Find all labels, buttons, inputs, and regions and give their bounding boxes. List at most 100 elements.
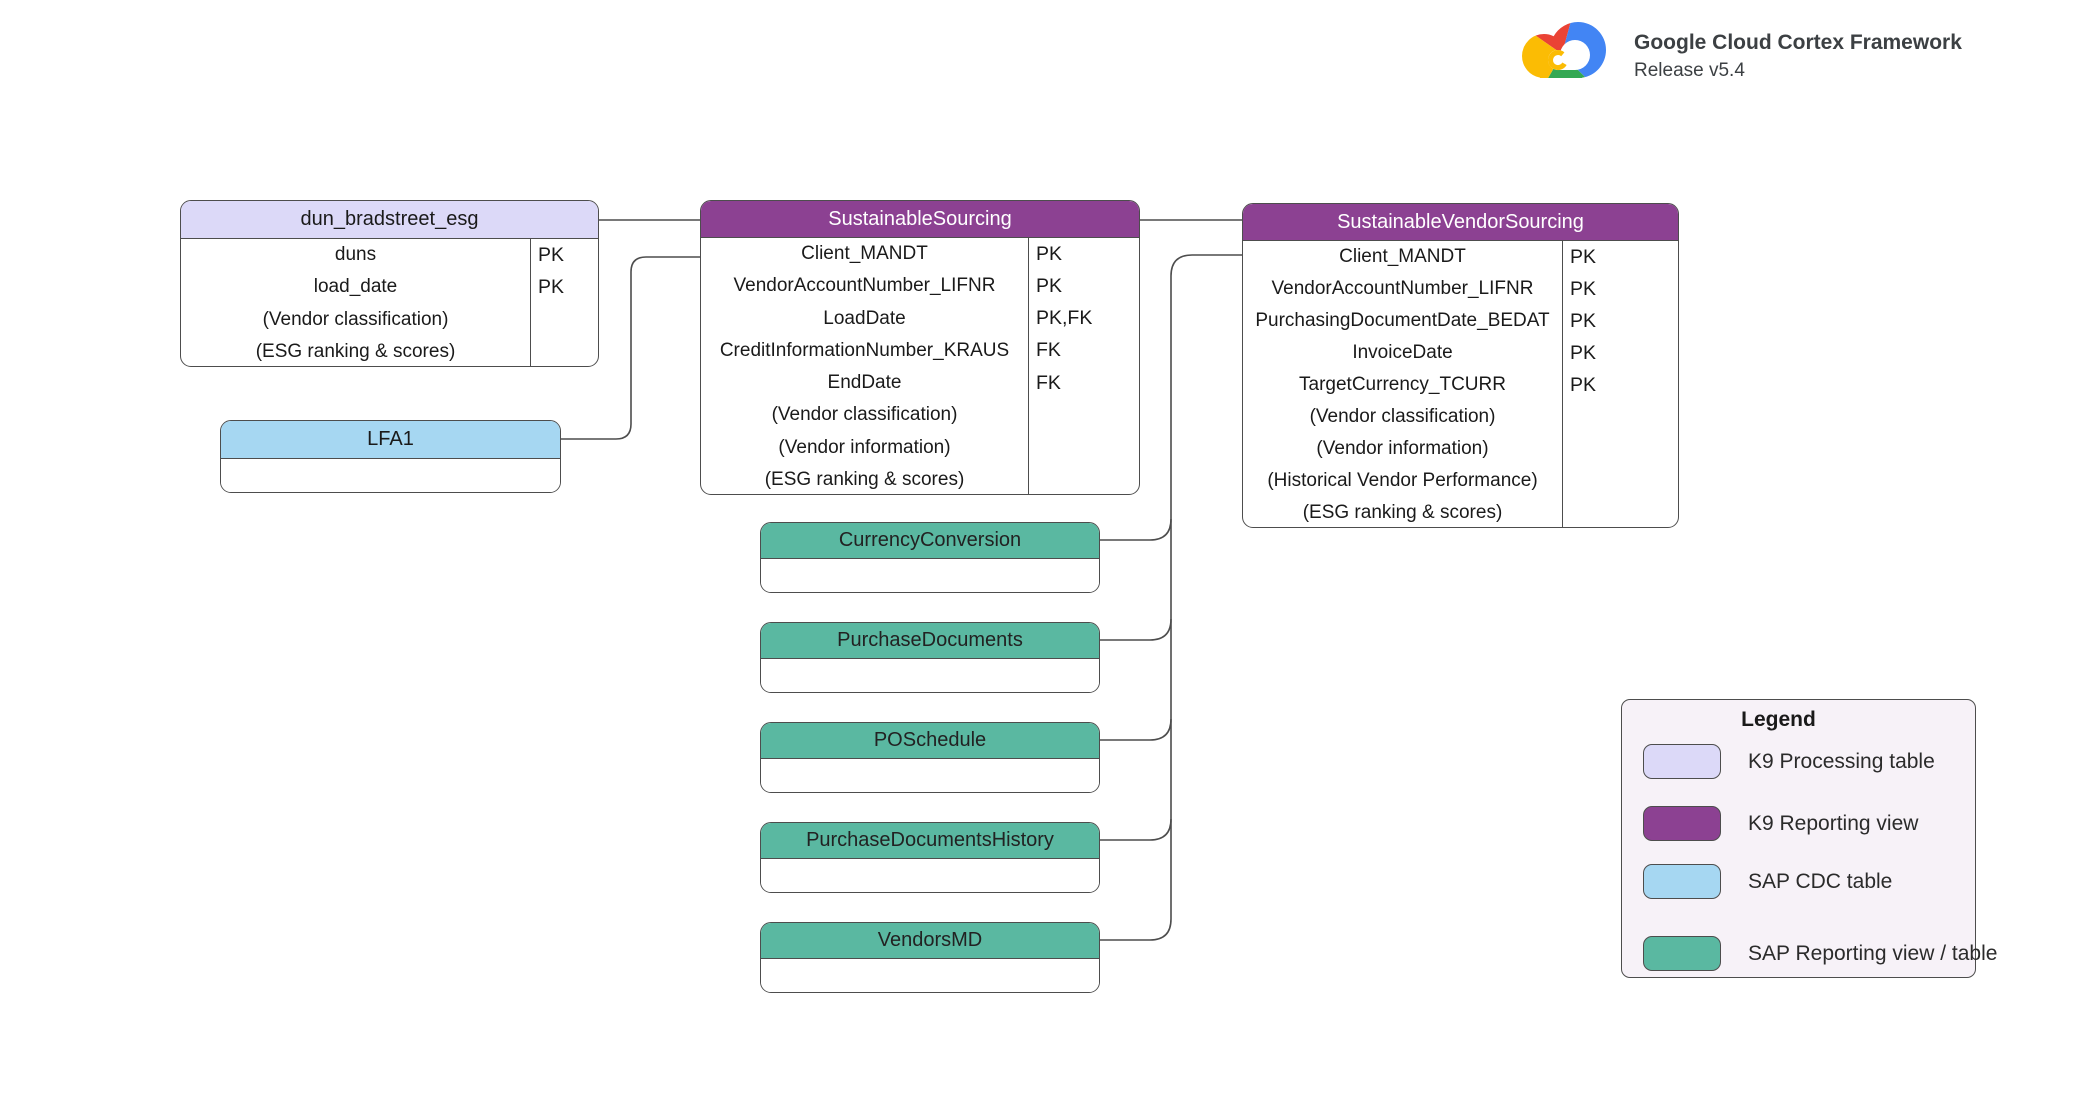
key-indicator: PK xyxy=(1562,305,1678,337)
table-sustainable-sourcing: SustainableSourcing Client_MANDT PK Vend… xyxy=(700,200,1140,495)
field-name: (Vendor classification) xyxy=(1309,406,1496,427)
field-name: duns xyxy=(334,244,377,266)
field-name: (ESG ranking & scores) xyxy=(1302,502,1503,523)
table-header: POSchedule xyxy=(761,723,1099,759)
sap-reporting-view-table-swatch xyxy=(1643,936,1721,971)
key-indicator: PK xyxy=(1028,270,1139,303)
field-name: Client_MANDT xyxy=(1339,246,1466,267)
key-indicator: PK xyxy=(1562,273,1678,305)
legend-item-label: K9 Reporting view xyxy=(1748,811,1919,835)
table-header: CurrencyConversion xyxy=(761,523,1099,559)
key-indicator: PK xyxy=(530,271,598,304)
legend-title: Legend xyxy=(1741,708,1816,731)
table-row: (Vendor information) xyxy=(1243,433,1678,465)
legend-item: SAP Reporting view / table xyxy=(1622,936,1997,972)
k9-processing-table-swatch xyxy=(1643,744,1721,779)
field-name: Client_MANDT xyxy=(801,243,928,265)
field-name: InvoiceDate xyxy=(1352,342,1453,363)
key-indicator xyxy=(530,303,598,336)
field-name: load_date xyxy=(313,276,398,298)
table-dun-bradstreet-esg: dun_bradstreet_esg duns PK load_date PK … xyxy=(180,200,599,367)
table-row: InvoiceDate PK xyxy=(1243,337,1678,369)
table-sustainable-vendor-sourcing: SustainableVendorSourcing Client_MANDT P… xyxy=(1242,203,1679,528)
sap-cdc-table-swatch xyxy=(1643,864,1721,899)
table-row: (Vendor information) xyxy=(701,431,1139,464)
legend: Legend K9 Processing table K9 Reporting … xyxy=(1621,699,1997,978)
table-row: (ESG ranking & scores) xyxy=(701,463,1139,494)
table-row: PurchasingDocumentDate_BEDAT PK xyxy=(1243,305,1678,337)
table-row: (Vendor classification) xyxy=(701,399,1139,432)
key-indicator xyxy=(1562,465,1678,497)
table-header: SustainableVendorSourcing xyxy=(1243,204,1678,241)
table-vendors-md: VendorsMD xyxy=(760,922,1100,993)
table-row: Client_MANDT PK xyxy=(701,238,1139,271)
field-name: (Vendor classification) xyxy=(771,404,958,426)
table-row: (Vendor classification) xyxy=(1243,401,1678,433)
field-name: (Vendor information) xyxy=(778,436,951,458)
table-row: (Vendor classification) xyxy=(181,303,598,336)
table-po-schedule: POSchedule xyxy=(760,722,1100,793)
key-indicator: PK xyxy=(1562,337,1678,369)
key-indicator xyxy=(1028,431,1139,464)
legend-item: K9 Processing table xyxy=(1622,744,1975,780)
key-indicator: FK xyxy=(1028,367,1139,400)
key-indicator: PK xyxy=(1562,241,1678,273)
field-name: VendorAccountNumber_LIFNR xyxy=(733,275,996,297)
table-header: PurchaseDocumentsHistory xyxy=(761,823,1099,859)
k9-reporting-view-swatch xyxy=(1643,806,1721,841)
key-indicator xyxy=(1562,433,1678,465)
field-name: (Vendor information) xyxy=(1316,438,1489,459)
field-name: (ESG ranking & scores) xyxy=(764,468,965,490)
legend-item-label: SAP CDC table xyxy=(1748,869,1893,893)
table-header: VendorsMD xyxy=(761,923,1099,959)
table-row: LoadDate PK,FK xyxy=(701,302,1139,335)
table-row: EndDate FK xyxy=(701,367,1139,400)
legend-item-label: SAP Reporting view / table xyxy=(1748,941,1998,965)
table-row: (ESG ranking & scores) xyxy=(181,335,598,366)
table-lfa1: LFA1 xyxy=(220,420,561,493)
field-name: (Vendor classification) xyxy=(262,308,449,330)
legend-item: K9 Reporting view xyxy=(1622,806,1975,842)
table-header: SustainableSourcing xyxy=(701,201,1139,238)
field-name: LoadDate xyxy=(823,307,906,329)
key-indicator xyxy=(1562,401,1678,433)
table-row: load_date PK xyxy=(181,271,598,304)
field-name: TargetCurrency_TCURR xyxy=(1299,374,1506,395)
table-row: VendorAccountNumber_LIFNR PK xyxy=(701,270,1139,303)
key-indicator: PK xyxy=(1562,369,1678,401)
legend-item-label: K9 Processing table xyxy=(1748,749,1935,773)
field-name: PurchasingDocumentDate_BEDAT xyxy=(1255,310,1550,331)
table-row: (ESG ranking & scores) xyxy=(1243,497,1678,527)
table-currency-conversion: CurrencyConversion xyxy=(760,522,1100,593)
key-indicator xyxy=(1562,497,1678,527)
table-header: dun_bradstreet_esg xyxy=(181,201,598,239)
field-name: (Historical Vendor Performance) xyxy=(1267,470,1538,491)
key-indicator xyxy=(530,335,598,366)
table-purchase-documents-history: PurchaseDocumentsHistory xyxy=(760,822,1100,893)
table-header: LFA1 xyxy=(221,421,560,459)
key-indicator: PK xyxy=(530,239,598,272)
field-name: (ESG ranking & scores) xyxy=(255,340,456,362)
field-name: CreditInformationNumber_KRAUS xyxy=(719,339,1010,361)
key-indicator: FK xyxy=(1028,334,1139,367)
table-row: Client_MANDT PK xyxy=(1243,241,1678,273)
field-name: VendorAccountNumber_LIFNR xyxy=(1271,278,1534,299)
table-purchase-documents: PurchaseDocuments xyxy=(760,622,1100,693)
legend-item: SAP CDC table xyxy=(1622,864,1975,900)
table-row: duns PK xyxy=(181,239,598,272)
key-indicator: PK,FK xyxy=(1028,302,1139,335)
release-version: Release v5.4 xyxy=(1634,59,1745,81)
field-name: EndDate xyxy=(827,372,902,394)
table-row: VendorAccountNumber_LIFNR PK xyxy=(1243,273,1678,305)
brand-header: Google Cloud Cortex Framework Release v5… xyxy=(1518,8,1962,100)
table-row: (Historical Vendor Performance) xyxy=(1243,465,1678,497)
key-indicator xyxy=(1028,463,1139,494)
app-title: Google Cloud Cortex Framework xyxy=(1634,30,1962,54)
table-header: PurchaseDocuments xyxy=(761,623,1099,659)
key-indicator: PK xyxy=(1028,238,1139,271)
table-row: TargetCurrency_TCURR PK xyxy=(1243,369,1678,401)
key-indicator xyxy=(1028,399,1139,432)
google-cloud-logo xyxy=(1522,22,1606,78)
